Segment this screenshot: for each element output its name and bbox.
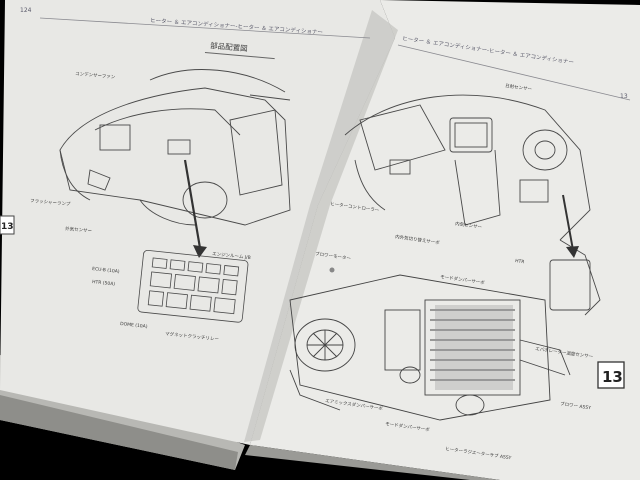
right-label-htr: HTR — [515, 258, 525, 265]
right-page-number: 13 — [620, 93, 628, 100]
left-label-condenser: コンデンサーファン — [75, 70, 116, 81]
right-header-rule — [397, 44, 631, 101]
left-arrow-head — [193, 245, 207, 258]
left-label-flasher: フラッシャーランプ — [30, 198, 71, 208]
right-page-stack — [245, 445, 500, 480]
left-page-stack-shade — [0, 395, 238, 470]
right-label-inside-sensor: 内気センサー — [455, 220, 483, 231]
left-page — [0, 0, 395, 445]
left-header-rule — [39, 17, 371, 39]
left-label-junction: エンジンルーム J/B — [212, 251, 251, 261]
left-section-tab-text: 13 — [1, 222, 14, 232]
left-label-fuse-dome: DOME (10A) — [120, 321, 148, 330]
hvac-shading — [435, 305, 513, 390]
left-title-underline — [204, 51, 275, 60]
right-label-dash-sensor: 日射センサー — [505, 82, 533, 93]
car-illustration — [59, 69, 291, 226]
left-page-number: 124 — [20, 7, 32, 14]
right-section-tab — [597, 361, 625, 389]
right-page — [250, 0, 640, 480]
left-label-sensor: 外気センサー — [65, 225, 93, 234]
left-section-title: 部品配置図 — [210, 40, 248, 53]
right-section-tab-text: 13 — [602, 368, 623, 386]
right-arrow-head — [566, 246, 579, 258]
hvac-unit-illustration — [289, 274, 571, 421]
left-label-fuse-htr: HTR (50A) — [92, 279, 116, 287]
binding-hole — [329, 267, 335, 273]
dashboard-illustration — [344, 94, 601, 316]
gutter-shadow — [244, 10, 398, 442]
left-label-fuse-ecu: ECU-B (10A) — [92, 266, 120, 275]
right-label-blower-assy: ブロワー ASSY — [560, 400, 592, 411]
junction-block-drawing — [137, 249, 249, 323]
left-arrow — [183, 159, 202, 249]
left-section-tab — [0, 215, 15, 235]
right-arrow — [562, 194, 574, 251]
